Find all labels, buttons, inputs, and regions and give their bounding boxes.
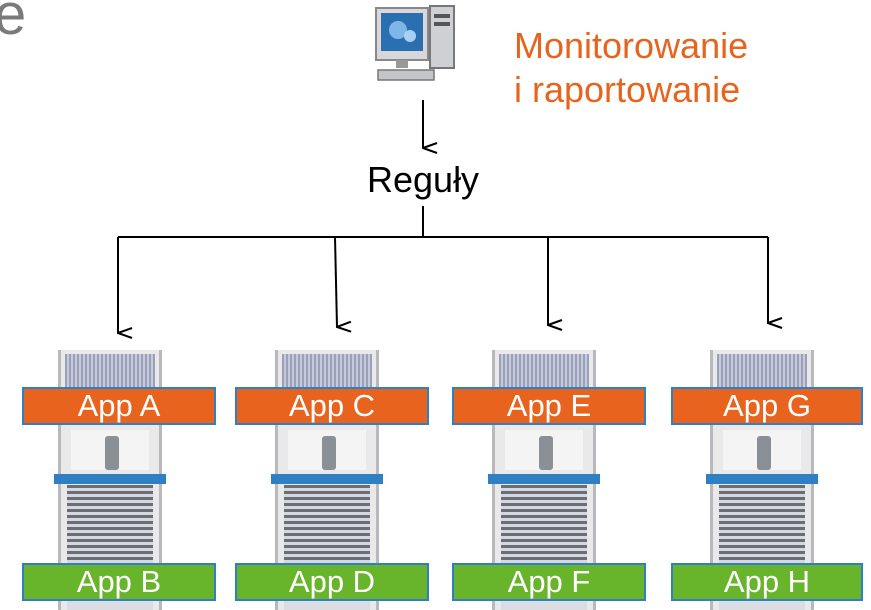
app-box-bottom: App D xyxy=(235,563,429,601)
server-divider xyxy=(54,474,166,484)
app-box-top: App A xyxy=(22,387,216,425)
rules-label: Reguły xyxy=(367,159,480,200)
desktop-computer-icon xyxy=(375,5,455,81)
server-top-panel xyxy=(65,354,155,388)
app-box-bottom: App F xyxy=(452,563,646,601)
arrow-to-server-2 xyxy=(334,236,337,327)
partial-slide-title: e xyxy=(0,0,27,47)
app-box-top: App E xyxy=(452,387,646,425)
app-box-top: App G xyxy=(671,387,863,425)
server-divider xyxy=(271,474,383,484)
server-handle xyxy=(105,436,119,470)
server-divider xyxy=(706,474,818,484)
monitoring-label: Monitorowanie i raportowanie xyxy=(514,24,748,112)
monitoring-label-line1: Monitorowanie xyxy=(514,25,749,66)
server-vents xyxy=(67,485,153,565)
app-box-bottom: App H xyxy=(671,563,863,601)
server-divider xyxy=(488,474,600,484)
app-box-bottom: App B xyxy=(22,563,216,601)
monitoring-label-line2: i raportowanie xyxy=(514,69,741,110)
app-box-top: App C xyxy=(235,387,429,425)
